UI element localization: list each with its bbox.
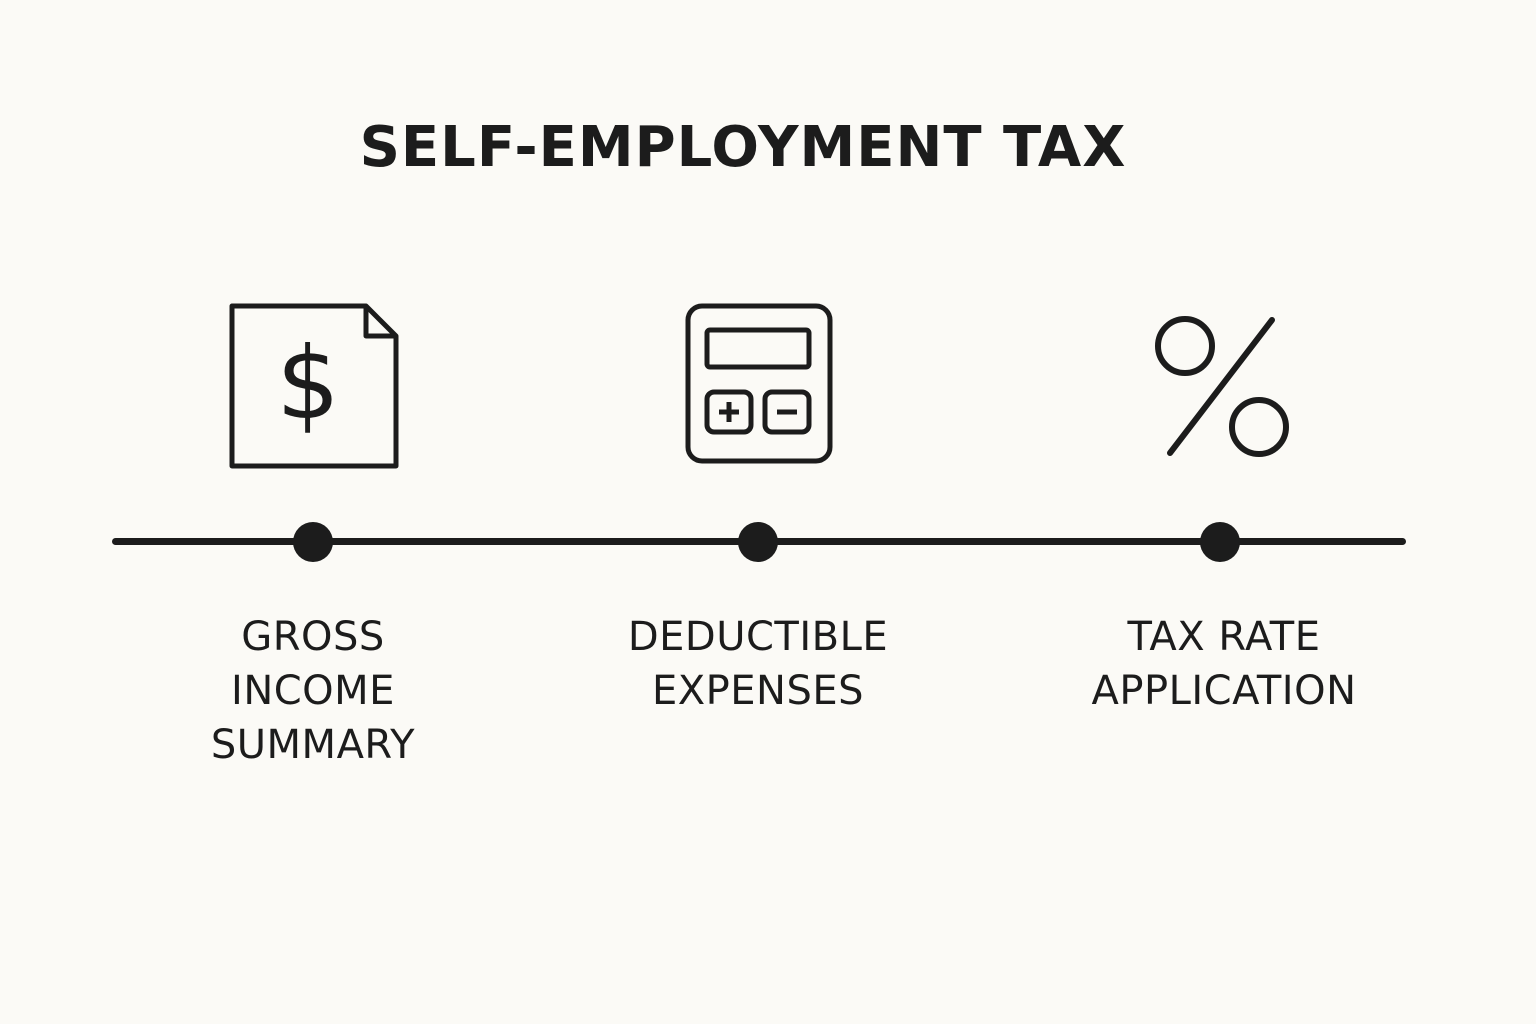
timeline-dot-gross-income: [293, 522, 333, 562]
percent-icon: [1150, 312, 1294, 464]
timeline-dot-deductible-expenses: [738, 522, 778, 562]
diagram-title: SELF-EMPLOYMENT TAX: [359, 115, 1127, 180]
svg-text:$: $: [276, 325, 340, 442]
step-label-gross-income: GROSS INCOME SUMMARY: [210, 614, 416, 768]
dollar-document-icon: $: [226, 300, 402, 476]
timeline-dot-tax-rate: [1200, 522, 1240, 562]
step-label-tax-rate-application: TAX RATE APPLICATION: [1091, 614, 1357, 714]
step-label-deductible-expenses: DEDUCTIBLE EXPENSES: [627, 614, 889, 714]
calculator-icon: [684, 302, 836, 466]
